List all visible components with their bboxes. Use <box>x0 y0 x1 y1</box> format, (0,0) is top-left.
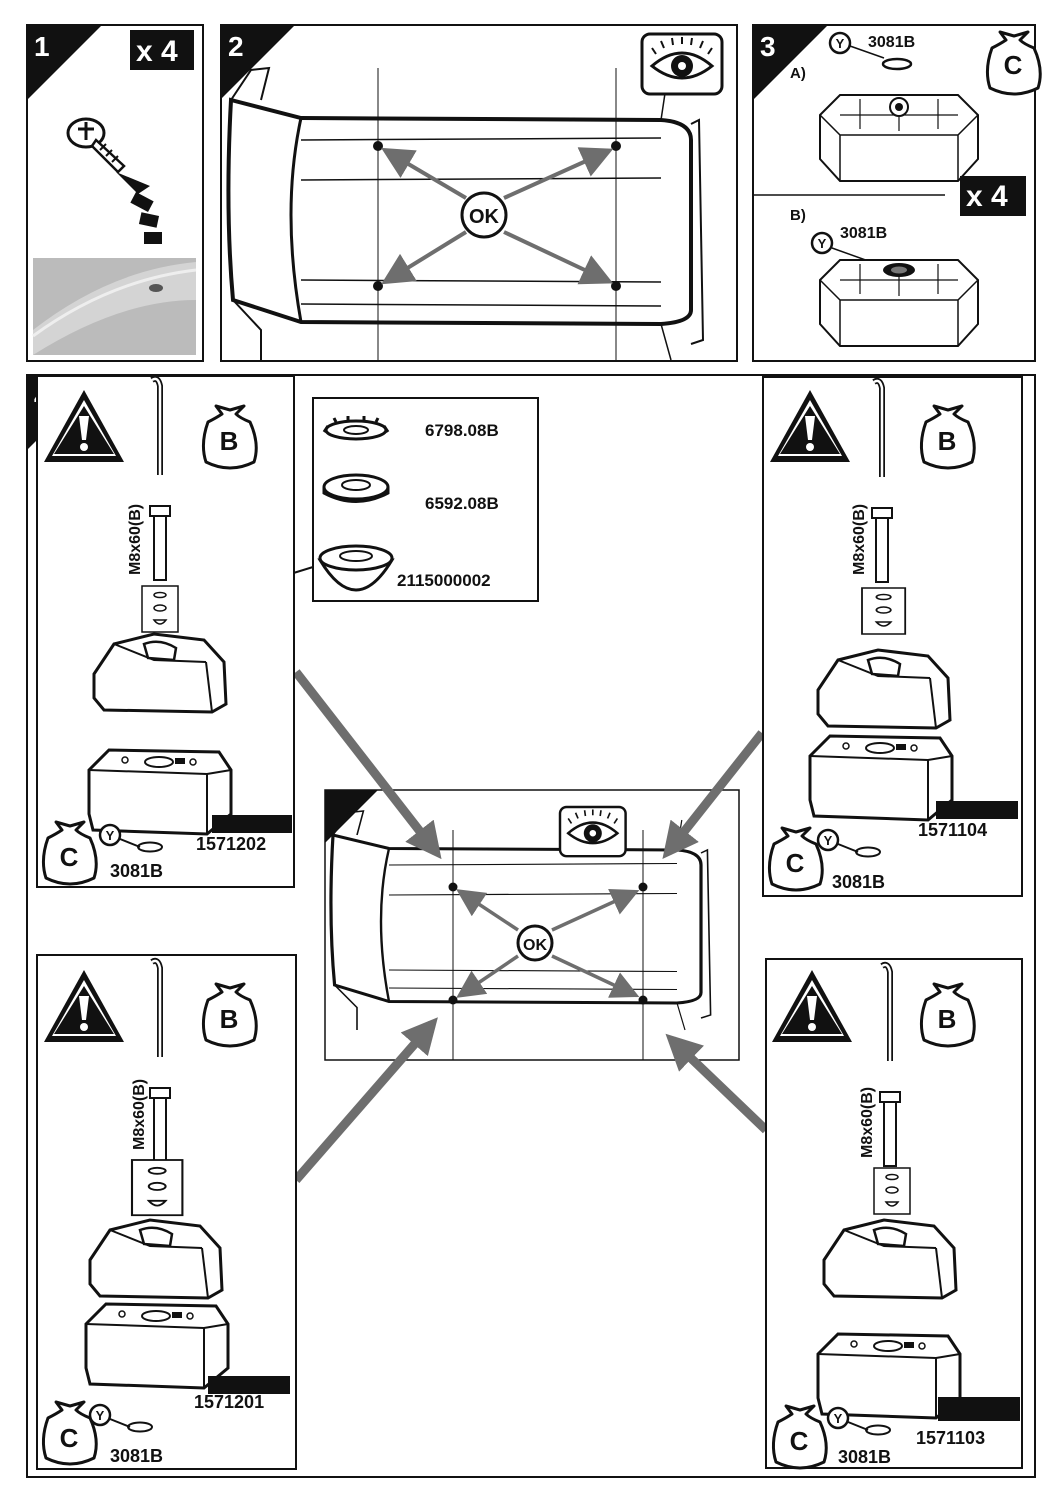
foot-panel-front-left: B M8x60(B) 1571202 C Y 3081B <box>36 375 295 888</box>
foot-panel-front-right: B M8x60(B) 1571104 C Y 3081B <box>762 376 1023 897</box>
washer-stack <box>873 1167 911 1215</box>
foot-top <box>822 1218 958 1300</box>
up-arrow-icon <box>116 172 162 244</box>
bolt-label: M8x60(B) <box>859 1087 876 1158</box>
eye-icon <box>640 32 724 96</box>
bolt-label: M8x60(B) <box>127 504 144 575</box>
foot-pad <box>84 1302 230 1390</box>
foot-code: 1571202 <box>196 834 266 854</box>
washer-stack <box>141 585 179 633</box>
step-number: 1 <box>34 31 50 62</box>
foot-top <box>88 1218 224 1300</box>
bag-label: C <box>60 842 79 872</box>
foot-top <box>816 648 952 730</box>
step-number: 2 <box>228 31 244 62</box>
redaction-bar <box>212 815 292 833</box>
eye-icon <box>558 805 627 858</box>
legend-code: 2115000002 <box>397 571 491 590</box>
foot-code: 1571103 <box>916 1428 985 1448</box>
ring-code: 3081B <box>832 872 885 892</box>
bag-label: C <box>60 1423 79 1453</box>
mount-points <box>373 141 621 291</box>
serrated-washer-icon <box>322 416 390 441</box>
bag-label: C <box>790 1426 809 1456</box>
step-2-panel: 2 OK <box>220 24 738 362</box>
foot-pad-b <box>819 259 979 347</box>
step-1-panel: 1 x 4 <box>26 24 204 362</box>
mount-points <box>448 882 648 1005</box>
ring-code: 3081B <box>868 34 915 51</box>
roof-photo <box>32 258 197 355</box>
ring-code: 3081B <box>838 1447 891 1467</box>
bolt-label: M8x60(B) <box>851 504 868 575</box>
ok-badge <box>516 924 554 962</box>
y-ring-icon <box>810 231 834 255</box>
ring-code: 3081B <box>110 861 163 881</box>
foot-code: 1571104 <box>918 820 987 840</box>
washer-stack <box>130 1158 184 1217</box>
bag-label: B <box>938 426 957 456</box>
multiplier: x 4 <box>966 180 1008 213</box>
ok-arrows <box>381 147 614 285</box>
y-label: Y <box>106 828 115 843</box>
flat-washer-icon <box>322 473 390 503</box>
washer-stack <box>861 587 907 635</box>
variant-a-label: A) <box>790 65 806 82</box>
bag-label: B <box>220 426 239 456</box>
ok-arrows <box>456 888 640 998</box>
bag-label: C <box>786 848 805 878</box>
y-label: Y <box>818 236 827 251</box>
foot-top <box>92 632 228 714</box>
variant-b-label: B) <box>790 207 806 224</box>
legend-code: 6592.08B <box>425 494 499 513</box>
spherical-washer-icon <box>317 544 395 592</box>
y-label: Y <box>836 36 845 51</box>
foot-pad-a <box>819 94 979 182</box>
redaction-bar <box>938 1397 1020 1421</box>
bag-label: C <box>1004 50 1023 80</box>
bag-label: B <box>938 1004 957 1034</box>
ring-code: 3081B <box>840 225 887 242</box>
y-label: Y <box>96 1408 105 1423</box>
foot-code: 1571201 <box>194 1392 264 1412</box>
multiplier: x 4 <box>136 35 178 68</box>
step-number: 3 <box>760 31 776 62</box>
redaction-bar <box>936 801 1018 819</box>
foot-pad <box>87 748 233 836</box>
step-4-panel: 4 6798.08B 6592.08B <box>26 374 1036 1478</box>
legend-code: 6798.08B <box>425 421 499 440</box>
bag-label: B <box>220 1004 239 1034</box>
center-roof-diagram: OK <box>324 789 740 1061</box>
pointer-arrows <box>292 669 770 1183</box>
foot-panel-rear-right: B M8x60(B) 1571103 C Y 3081B <box>765 958 1023 1470</box>
y-label: Y <box>824 833 833 848</box>
redaction-bar <box>208 1376 290 1394</box>
step-3-panel: 3 A) B) Y 3081B C x 4 Y 3081B <box>752 24 1042 362</box>
bolt-label: M8x60(B) <box>131 1079 148 1150</box>
screw-icon <box>66 117 126 174</box>
foot-pad <box>808 734 954 822</box>
y-label: Y <box>834 1411 843 1426</box>
ring-code: 3081B <box>110 1446 163 1466</box>
foot-panel-rear-left: B M8x60(B) 1571201 C Y 3081B <box>36 954 297 1470</box>
y-ring-icon <box>828 31 852 55</box>
ok-badge <box>460 191 508 239</box>
parts-legend: 6798.08B 6592.08B 2115000002 <box>195 397 539 604</box>
ok-label: OK <box>469 206 500 228</box>
ok-label: OK <box>523 937 547 954</box>
